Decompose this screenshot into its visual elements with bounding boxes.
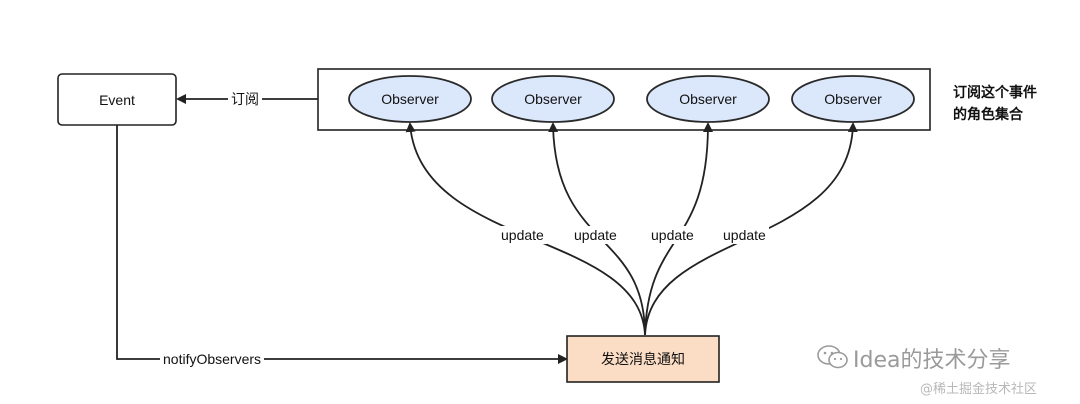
observer-ellipse-1 bbox=[348, 75, 472, 123]
update-label-2: update bbox=[571, 226, 620, 244]
update-label-4: update bbox=[720, 226, 769, 244]
observer-label-3: Observer bbox=[679, 91, 737, 107]
update-label-3: update bbox=[648, 226, 697, 244]
sender-label: 发送消息通知 bbox=[601, 351, 685, 367]
subscribe-label: 订阅 bbox=[228, 90, 262, 108]
notify-arrow bbox=[116, 125, 568, 364]
watermark-main: Idea的技术分享 bbox=[853, 348, 1011, 373]
observer-label-1: Observer bbox=[381, 91, 439, 107]
sender-box bbox=[566, 335, 720, 383]
notify-label: notifyObservers bbox=[160, 350, 265, 368]
update-label-1: update bbox=[498, 226, 547, 244]
observer-label-2: Observer bbox=[524, 91, 582, 107]
observer-ellipse-3 bbox=[646, 75, 770, 123]
annotation-line-2: 的角色集合 bbox=[953, 106, 1023, 122]
observer-ellipse-4 bbox=[791, 75, 915, 123]
wechat-icon bbox=[817, 345, 848, 369]
event-label: Event bbox=[99, 91, 135, 108]
observer-label-4: Observer bbox=[824, 91, 882, 107]
watermark-small: @稀土掘金技术社区 bbox=[920, 382, 1038, 397]
observer-ellipse-2 bbox=[491, 75, 615, 123]
annotation-line-1: 订阅这个事件 bbox=[953, 84, 1037, 100]
